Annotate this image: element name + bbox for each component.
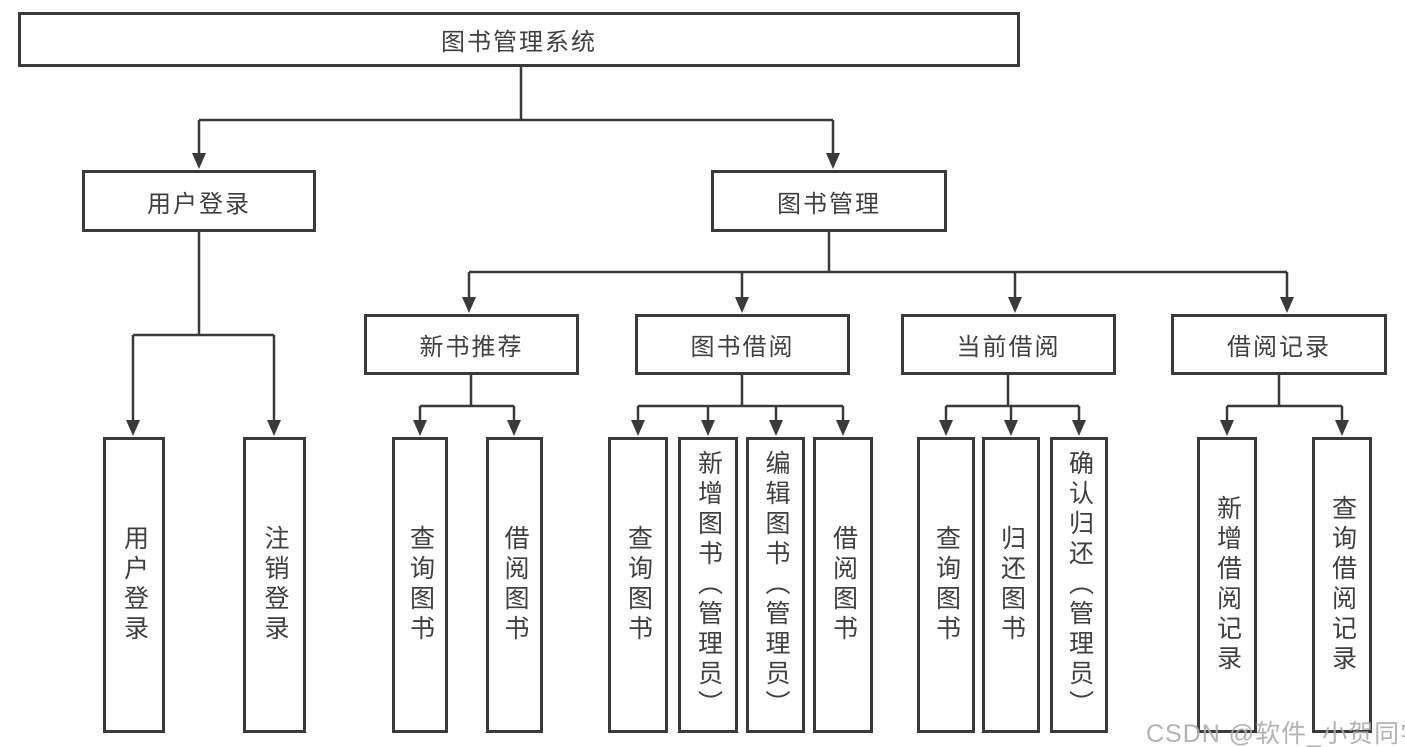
leaf-query-borrow-record: 查询借阅记录 xyxy=(1312,437,1372,733)
leaf-borrow-books-2: 借阅图书 xyxy=(813,437,873,733)
node-user-login: 用户登录 xyxy=(82,170,316,232)
node-borrowing-records: 借阅记录 xyxy=(1171,314,1387,375)
node-book-management: 图书管理 xyxy=(711,170,947,232)
leaf-return-books: 归还图书 xyxy=(982,437,1040,733)
leaf-edit-books-admin: 编辑图书（管理员） xyxy=(746,437,805,733)
node-new-book-recommendation: 新书推荐 xyxy=(364,314,579,375)
leaf-add-borrow-record: 新增借阅记录 xyxy=(1197,437,1257,733)
leaf-query-books-2: 查询图书 xyxy=(608,437,668,733)
node-current-borrowing: 当前借阅 xyxy=(901,314,1116,375)
node-book-borrowing: 图书借阅 xyxy=(635,314,850,375)
leaf-add-books-admin: 新增图书（管理员） xyxy=(678,437,738,733)
leaf-logout: 注销登录 xyxy=(243,437,306,733)
leaf-user-login: 用户登录 xyxy=(103,437,165,733)
watermark: CSDN @软件_小贺同学 xyxy=(1146,720,1405,747)
leaf-query-books-3: 查询图书 xyxy=(917,437,975,733)
leaf-borrow-books-1: 借阅图书 xyxy=(486,437,543,733)
node-root: 图书管理系统 xyxy=(18,12,1020,67)
leaf-confirm-return-admin: 确认归还（管理员） xyxy=(1050,437,1108,733)
leaf-query-books-1: 查询图书 xyxy=(392,437,448,733)
